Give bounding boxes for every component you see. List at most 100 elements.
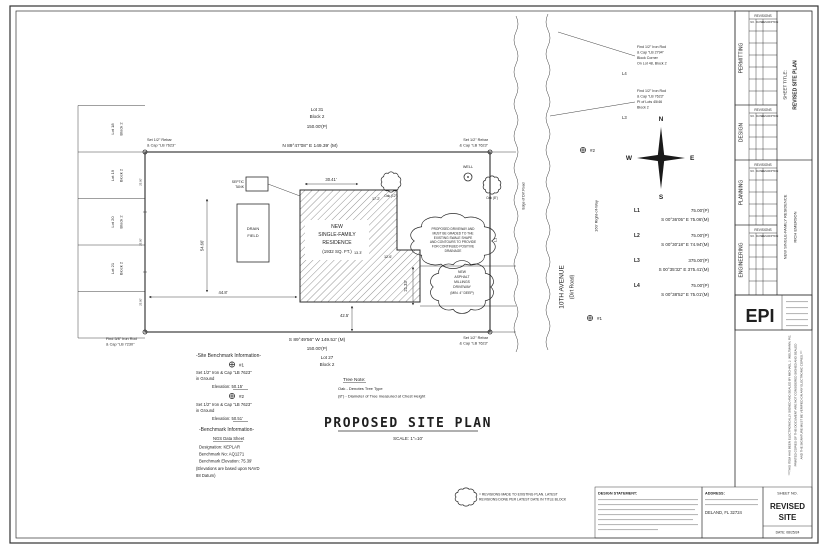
north-plat-distance: 150.00'(P) — [307, 124, 328, 129]
rev-col-date: DATE — [756, 235, 763, 238]
design-statement-box: DESIGN STATEMENT: — [594, 486, 703, 539]
rev-col-desc: DESCRIPTION — [762, 21, 779, 24]
dim-misc: 17.2' — [372, 197, 380, 201]
benchmark-elevation: Elevation: 50.51' — [212, 416, 243, 421]
sheet-number: REVISED — [770, 502, 805, 511]
client-name: RICH EMERSON — [793, 211, 798, 242]
driveway-label: ASPHALT — [454, 275, 469, 279]
benchmark-tag: #2 — [590, 148, 596, 153]
block-label: Block 2 — [119, 261, 124, 275]
compass-w: W — [626, 155, 633, 162]
block-label: Block 2 — [119, 168, 124, 182]
south-bearing: S 89°49'56" W 149.52' (M) — [289, 337, 346, 343]
find-note: Find 1/2" Iron Rod — [637, 45, 666, 49]
house-label: RESIDENCE — [322, 240, 352, 246]
plan-title: PROPOSED SITE PLAN — [324, 416, 492, 431]
tree-note-header: Tree Note: — [343, 377, 365, 383]
find-note: Find 1/2" Iron Rod — [637, 89, 666, 93]
sheet-no-label: SHEET NO. — [777, 492, 797, 496]
strip-sheet-title-cell: SHEET TITLE: REVISED SITE PLAN — [776, 10, 813, 161]
road-name: 10TH AVENUE — [559, 265, 566, 309]
logo-box: EPI — [734, 294, 813, 331]
address-label: ADDRESS: — [705, 492, 725, 496]
bottom-title-row: DESIGN STATEMENT: ADDRESS: DELAND, FL 32… — [594, 486, 813, 539]
revision-cloud-icon — [454, 487, 478, 507]
block-label: Block 2 — [119, 215, 124, 229]
rev-col-no: NO. — [750, 21, 755, 24]
rev-col-desc: DESCRIPTION — [762, 235, 779, 238]
road-type: (Dirt Road) — [570, 274, 576, 299]
tree-note-line: (8") - Diameter of Tree measured at Ches… — [338, 394, 426, 399]
compass-n: N — [659, 116, 664, 123]
rev-col-no: NO. — [750, 115, 755, 118]
benchmark-icon — [587, 315, 593, 321]
south-plat-distance: 150.00'(P) — [307, 346, 328, 351]
tree-icon — [380, 171, 402, 193]
lot-label: Lot 21 — [110, 262, 115, 274]
driveway-label: MILLINGS — [454, 280, 471, 284]
ngs-data-sheet: NGS Data Sheet — [213, 436, 245, 441]
line-measured: S 00°35'32" E 375.41'(M) — [659, 267, 710, 272]
corner-ne-note: & Cap "LB 7623" — [460, 144, 489, 148]
lot-label: Lot 20 — [110, 216, 115, 228]
sheet-number: SITE — [779, 513, 797, 522]
corner-nw-note: & Cap "LB 7623" — [147, 144, 176, 148]
rev-col-date: DATE — [756, 115, 763, 118]
sheet-title: REVISED SITE PLAN — [793, 60, 799, 110]
corner-se-note: & Cap "LB 7623" — [460, 342, 489, 346]
datum-note: (Elevations are based upon NAVD — [196, 466, 259, 471]
find-note: & Cap "LB 2794" — [637, 51, 665, 55]
sheet-title-label: SHEET TITLE: — [783, 70, 788, 100]
north-lot-block: Block 2 — [310, 114, 325, 119]
find-note: PI of Lots 45/46 — [637, 100, 662, 104]
dim-misc: 13.3' — [354, 251, 362, 255]
swale-note-line: FOR CONTINUED POSITIVE — [432, 245, 474, 249]
line-plat: 75.00'(P) — [691, 208, 710, 213]
revision-note-line: = REVISIONS MADE TO EXISTING PLAN. LATES… — [479, 493, 558, 497]
rev-col-desc: DESCRIPTION — [762, 115, 779, 118]
driveway: NEW ASPHALT MILLINGS DRIVEWAY (MIN. 4" D… — [420, 259, 516, 315]
swale-note-line: PROPOSED DRIVEWAY AND — [432, 227, 476, 231]
drain-field: DRAIN FIELD — [236, 203, 270, 263]
lot-label: Lot 18 — [110, 123, 115, 135]
revision-note-line: REVISIONS DONE PER LATEST DATE IN TITLE … — [479, 498, 567, 502]
benchmark-icon — [229, 361, 235, 368]
plan-title-block: PROPOSED SITE PLAN SCALE: 1"=10' — [324, 416, 492, 441]
line-tag-l4: L4 — [622, 71, 627, 76]
revisions-header: REVISIONS — [754, 14, 771, 18]
house-label: SINGLE-FAMILY — [318, 232, 356, 238]
house-label: NEW — [331, 224, 343, 230]
strip-section-design: DESIGN REVISIONS NO. DATE DESCRIPTION — [734, 104, 779, 161]
house-area-label: (1932 SQ. FT.) — [322, 249, 352, 254]
discipline-label: DESIGN — [739, 123, 745, 143]
line-table: L1 75.00'(P) S 00°36'05" E 75.06'(M) L2 … — [634, 208, 709, 297]
compass-s: S — [659, 194, 664, 201]
benchmark-tag: #2 — [239, 394, 245, 399]
dim-front: 30.41' — [325, 177, 336, 182]
dim-rear: 42.5' — [340, 313, 349, 318]
benchmark-legend: -Site Benchmark Information- #1 Set 1/2"… — [196, 353, 261, 478]
driveway-label: (MIN. 4" DEEP) — [450, 291, 474, 295]
trees: Oak (12") Oak (8") — [380, 171, 502, 200]
find-note: Block Corner — [637, 56, 659, 60]
lot-label: Lot 19 — [110, 169, 115, 181]
septic-label: TANK — [235, 185, 245, 189]
benchmark-elevation: Elevation: 50.15' — [212, 384, 243, 389]
septic-tank: SEPTIC TANK — [232, 176, 301, 197]
strip-section-engineering: ENGINEERING REVISIONS NO. DATE DESCRIPTI… — [734, 224, 779, 296]
dim-misc: 12.6' — [384, 255, 392, 259]
line-id: L3 — [634, 258, 640, 264]
benchmark-designation: Designation: KEPLAR — [199, 445, 240, 450]
discipline-label: ENGINEERING — [739, 242, 745, 277]
discipline-label: PLANNING — [739, 180, 745, 206]
compass-needle-horizontal — [637, 154, 685, 162]
line-plat: 75.00'(P) — [691, 233, 710, 238]
benchmark-icon — [580, 147, 586, 153]
signature-disclaimer: ***THIS ITEM HAS BEEN ELECTRONICALLY SIG… — [788, 335, 804, 476]
find-note: On Lot 48, Block 2 — [637, 62, 667, 66]
line-id: L1 — [634, 208, 640, 214]
benchmark-tag: #1 — [597, 316, 603, 321]
swale-note-line: DRAINAGE — [445, 249, 462, 253]
corner-sw-note: Find 5/8" Iron Rod — [106, 337, 137, 341]
plan-scale: SCALE: 1"=10' — [393, 436, 423, 441]
